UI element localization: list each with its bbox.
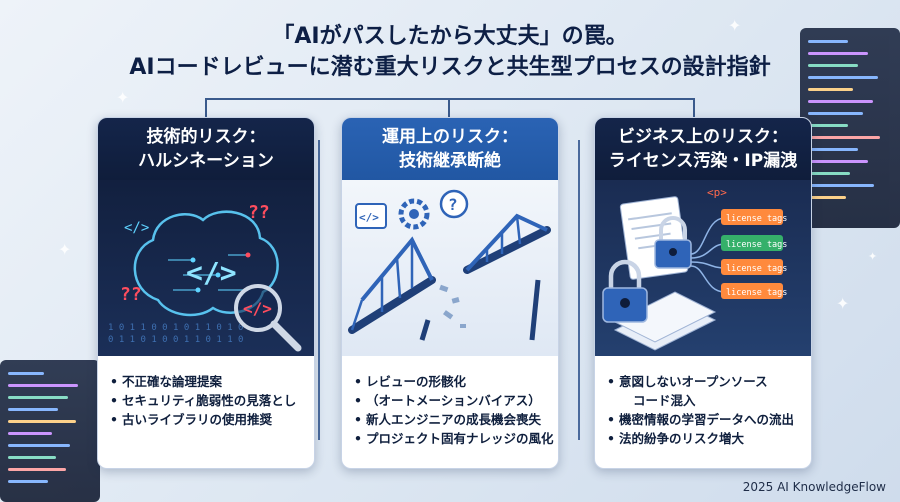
- risk-card-business: ビジネス上のリスク： ライセンス汚染・IP漏洩 <p> license tags: [594, 117, 812, 469]
- document-stack-icon: <p> license tags license tags license ta…: [602, 186, 787, 351]
- card-title-line-1: 運用上のリスク：: [382, 127, 518, 147]
- brain-icon: </> </> ?? ?? 1 0 1 1 0 0 1 0 1 1 0 1 0 …: [108, 202, 302, 352]
- connector-line: [578, 140, 580, 440]
- code-panel-left: [0, 360, 100, 502]
- sparkle-icon: ✦: [58, 240, 72, 259]
- broken-bridge-illustration: ? </>: [342, 180, 558, 356]
- card-title-line-2: ハルシネーション: [138, 151, 274, 171]
- risk-bullet-list: 不正確な論理提案 セキュリティ脆弱性の見落とし 古いライブラリの使用推奨: [98, 356, 314, 429]
- list-item: （オートメーションバイアス）: [354, 391, 558, 410]
- list-item: 法的紛争のリスク増大: [607, 429, 811, 448]
- list-item: レビューの形骸化: [354, 372, 558, 391]
- lock-icon: [602, 259, 648, 323]
- card-header: 運用上のリスク： 技術継承断絶: [342, 118, 558, 180]
- gear-icon: [398, 198, 430, 230]
- brain-hallucination-illustration: </> </> ?? ?? 1 0 1 1 0 0 1 0 1 1 0 1 0 …: [98, 180, 314, 356]
- connector-line: [448, 98, 450, 118]
- license-contamination-illustration: <p> license tags license tags license ta…: [595, 180, 811, 356]
- list-item-continuation: コード混入: [633, 393, 696, 408]
- code-tag-text: </>: [186, 256, 237, 289]
- sparkle-icon: ✦: [836, 294, 850, 313]
- license-tag: license tags: [726, 214, 787, 224]
- card-header: 技術的リスク： ハルシネーション: [98, 118, 314, 180]
- svg-text:?: ?: [448, 195, 458, 214]
- risk-card-technical: 技術的リスク： ハルシネーション </> </> ?? ?? 1 0 1 1 0…: [97, 117, 315, 469]
- card-title-line-1: ビジネス上のリスク：: [618, 127, 788, 147]
- question-marks-text: ??: [248, 202, 270, 223]
- magnifier-icon: [234, 284, 282, 332]
- risk-bullet-list: 意図しないオープンソース コード混入 機密情報の学習データへの流出 法的紛争のリ…: [595, 356, 811, 448]
- list-item: プロジェクト固有ナレッジの風化: [354, 429, 558, 448]
- svg-text:1 0 1 1 0 0 1 0 1 1 0 1 0: 1 0 1 1 0 0 1 0 1 1 0 1 0: [108, 323, 243, 333]
- card-title-line-1: 技術的リスク：: [146, 127, 266, 147]
- question-bubble-icon: ?: [439, 189, 469, 219]
- svg-text:??: ??: [120, 284, 142, 305]
- card-header: ビジネス上のリスク： ライセンス汚染・IP漏洩: [595, 118, 811, 180]
- svg-text:</>: </>: [124, 220, 149, 236]
- svg-text:</>: </>: [243, 299, 272, 318]
- list-item: 機密情報の学習データへの流出: [607, 410, 811, 429]
- sparkle-icon: ✦: [868, 250, 878, 263]
- risk-card-operational: 運用上のリスク： 技術継承断絶 ? </>: [341, 117, 559, 469]
- list-item: 意図しないオープンソース: [607, 372, 811, 391]
- license-tag: license tags: [726, 288, 787, 298]
- connector-line: [205, 98, 695, 120]
- sparkle-icon: ✦: [116, 88, 130, 107]
- list-item: 不正確な論理提案: [110, 372, 314, 391]
- page-title: 「AIがパスしたから大丈夫」の罠。 AIコードレビューに潜む重大リスクと共生型プ…: [0, 22, 900, 84]
- svg-text:0 1 1 0 1 0 0 1 1 0 1 1 0: 0 1 1 0 1 0 0 1 1 0 1 1 0: [108, 335, 243, 345]
- sparkle-icon: ✦: [728, 16, 742, 35]
- license-tag: license tags: [726, 264, 787, 274]
- license-tag: license tags: [726, 240, 787, 250]
- broken-bridge-icon: ? </>: [348, 189, 551, 341]
- title-line-1: 「AIがパスしたから大丈夫」の罠。: [272, 24, 628, 49]
- svg-text:<p>: <p>: [707, 186, 727, 199]
- card-title-line-2: ライセンス汚染・IP漏洩: [608, 151, 798, 171]
- code-panel-right: [800, 28, 900, 228]
- lock-icon: [654, 216, 692, 269]
- title-line-2: AIコードレビューに潜む重大リスクと共生型プロセスの設計指針: [129, 55, 771, 80]
- list-item: セキュリティ脆弱性の見落とし: [110, 391, 314, 410]
- risk-bullet-list: レビューの形骸化 （オートメーションバイアス） 新人エンジニアの成長機会喪失 プ…: [342, 356, 558, 448]
- connector-line: [318, 140, 320, 440]
- list-item: 古いライブラリの使用推奨: [110, 410, 314, 429]
- card-title-line-2: 技術継承断絶: [399, 151, 501, 171]
- code-window-icon: </>: [355, 203, 387, 229]
- svg-text:</>: </>: [359, 211, 379, 224]
- footer-credit: 2025 AI KnowledgeFlow: [742, 480, 886, 494]
- list-item: 新人エンジニアの成長機会喪失: [354, 410, 558, 429]
